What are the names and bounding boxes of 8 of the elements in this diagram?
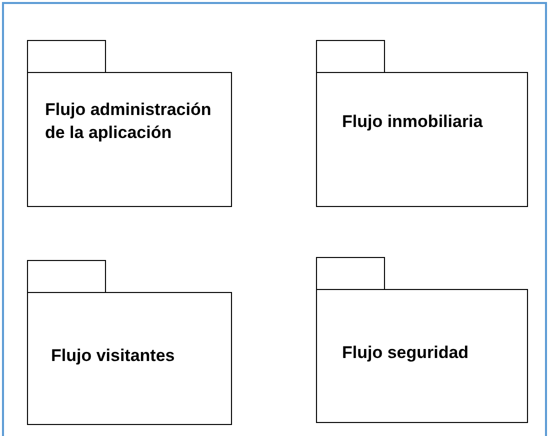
package-shape (27, 260, 232, 425)
package-shape (316, 257, 528, 423)
package-label: Flujo visitantes (51, 345, 176, 367)
package-label: Flujo administración de la aplicación (45, 99, 212, 144)
package-label: Flujo inmobiliaria (342, 111, 484, 133)
package-label: Flujo seguridad (342, 342, 470, 364)
package-shape (316, 40, 528, 207)
package-shape (27, 40, 232, 207)
